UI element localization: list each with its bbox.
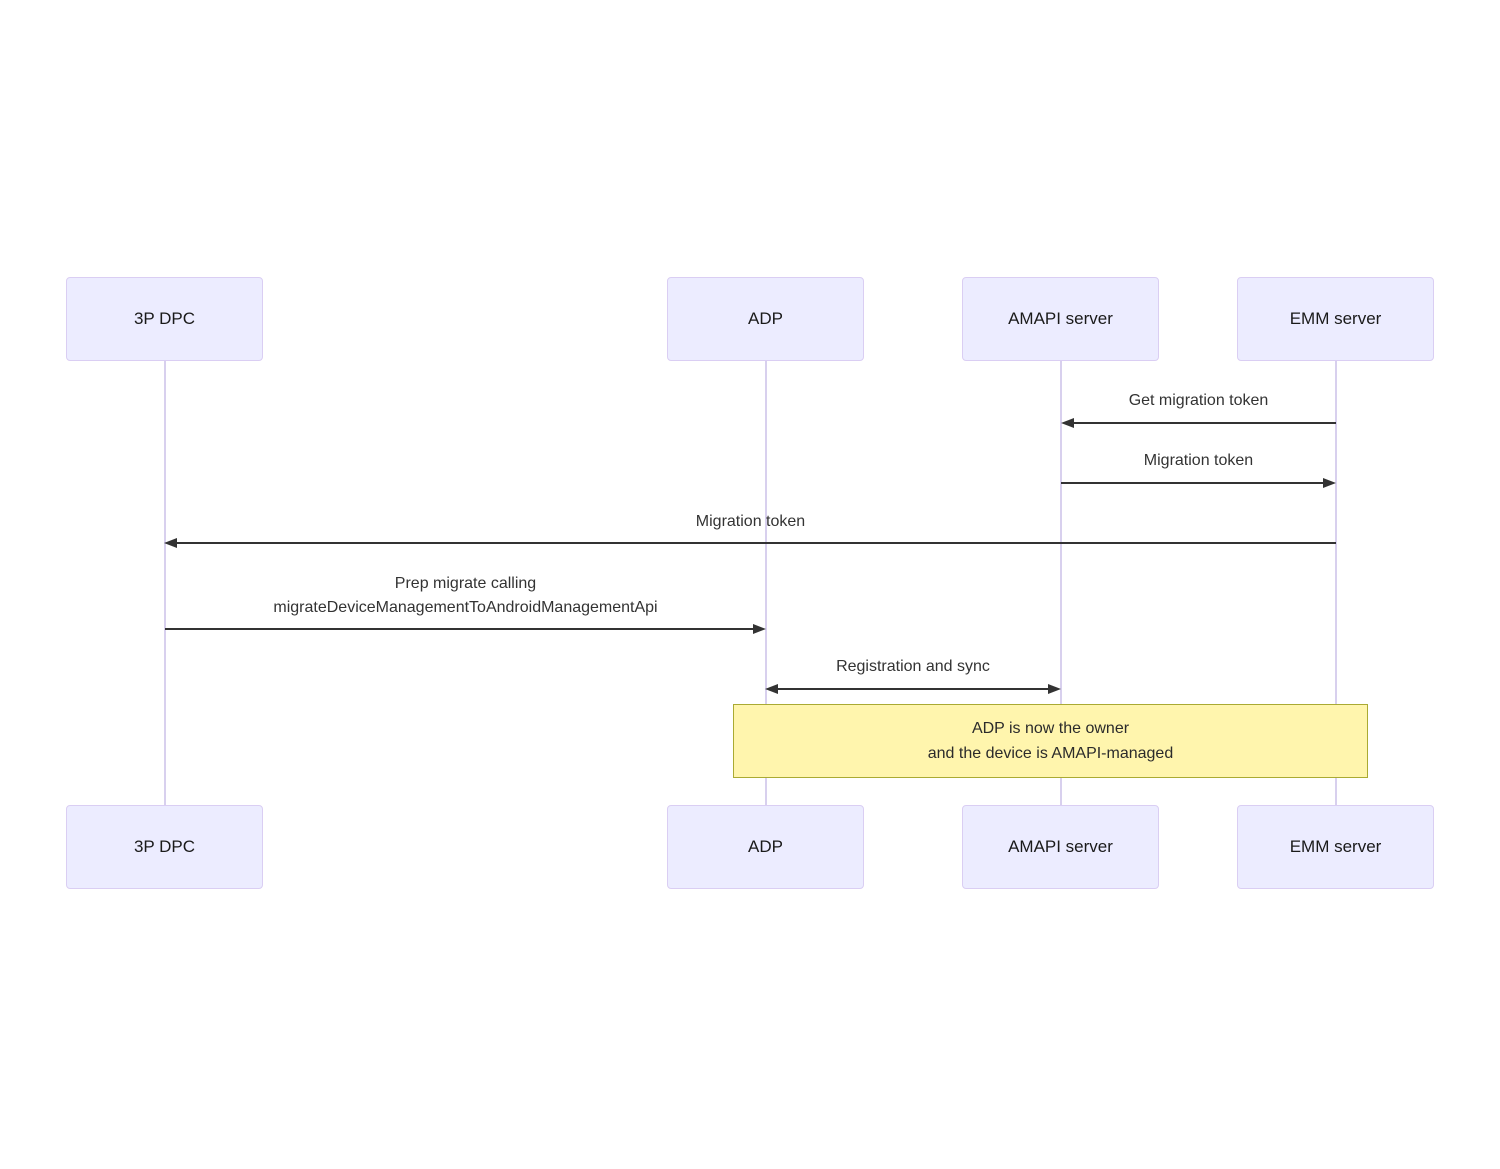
- actor-bottom-amapi-server: AMAPI server: [962, 805, 1159, 889]
- lifeline-emm-server: [1334, 361, 1337, 805]
- arrowhead-right-icon: [1048, 684, 1061, 694]
- message-label: Prep migrate calling migrateDeviceManage…: [165, 572, 766, 620]
- message-arrow-line: [1061, 482, 1323, 484]
- actor-label: ADP: [748, 837, 783, 856]
- actor-label: EMM server: [1289, 837, 1382, 856]
- message-label-line2: migrateDeviceManagementToAndroidManageme…: [273, 599, 658, 616]
- lifeline-adp: [764, 361, 767, 805]
- message-label: Migration token: [1143, 452, 1254, 469]
- message-arrow-line: [165, 628, 753, 630]
- note-line2: and the device is AMAPI-managed: [927, 745, 1174, 762]
- actor-label: ADP: [748, 309, 783, 328]
- message-label: Get migration token: [1128, 392, 1269, 409]
- actor-label: EMM server: [1289, 309, 1382, 328]
- actor-label: 3P DPC: [133, 837, 196, 856]
- message-arrow-line: [177, 542, 1336, 544]
- message-arrow-line: [1074, 422, 1336, 424]
- actor-top-amapi-server: AMAPI server: [962, 277, 1159, 361]
- actor-bottom-3p-dpc: 3P DPC: [66, 805, 263, 889]
- arrowhead-left-icon: [1061, 418, 1074, 428]
- lifeline-3p-dpc: [163, 361, 166, 805]
- actor-bottom-adp: ADP: [667, 805, 864, 889]
- lifeline-amapi-server: [1059, 361, 1062, 805]
- actor-top-adp: ADP: [667, 277, 864, 361]
- message-label-line1: Prep migrate calling: [394, 575, 537, 592]
- actor-top-3p-dpc: 3P DPC: [66, 277, 263, 361]
- actor-label: AMAPI server: [1008, 309, 1113, 328]
- arrowhead-right-icon: [1323, 478, 1336, 488]
- note-line1: ADP is now the owner: [971, 720, 1130, 737]
- arrowhead-right-icon: [753, 624, 766, 634]
- message-arrow-line: [778, 688, 1048, 690]
- message-label: Migration token: [695, 513, 806, 530]
- arrowhead-left-icon: [164, 538, 177, 548]
- actor-label: 3P DPC: [133, 309, 196, 328]
- arrowhead-left-icon: [765, 684, 778, 694]
- message-label: Registration and sync: [836, 658, 990, 675]
- note-adp-owner: ADP is now the owner and the device is A…: [733, 704, 1368, 778]
- actor-top-emm-server: EMM server: [1237, 277, 1434, 361]
- actor-label: AMAPI server: [1008, 837, 1113, 856]
- actor-bottom-emm-server: EMM server: [1237, 805, 1434, 889]
